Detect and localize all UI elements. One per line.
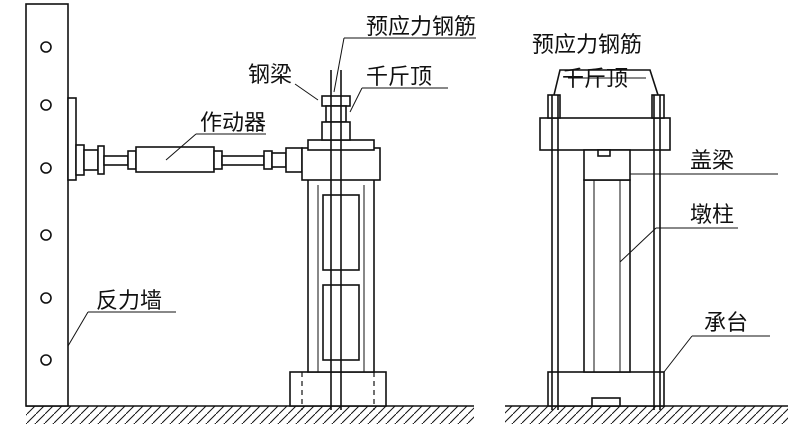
label-jack-right: 千斤顶 [562,67,628,92]
anchor-hole [40,41,52,53]
anchor-hole [40,99,52,111]
label-pile-cap: 承台 [704,311,748,336]
label-prestress-bar-left: 预应力钢筋 [366,15,476,40]
ground-right [505,405,788,424]
anchor-hole [40,292,52,304]
label-steel-beam: 钢梁 [248,63,292,88]
actuator [67,97,303,181]
pier-column [583,179,631,373]
jack-right [547,69,665,119]
label-prestress-bar-right: 预应力钢筋 [532,33,642,58]
anchor-hole [40,162,52,174]
label-jack-left: 千斤顶 [366,65,432,90]
right-elevation-view: 预应力钢筋 千斤顶 盖梁 墩柱 承台 [505,33,788,424]
pile-cap [547,371,665,407]
left-elevation-view: 预应力钢筋 钢梁 千斤顶 作动器 反力墙 [25,3,476,424]
prestress-bars-right [551,95,661,410]
label-cap-beam: 盖梁 [690,149,734,174]
specimen-column [289,70,387,410]
label-pier-column: 墩柱 [690,203,734,228]
ground-left [26,405,474,424]
reaction-wall [25,3,69,407]
anchor-hole [40,229,52,241]
cap-beam [539,117,671,181]
anchor-hole [40,354,52,366]
label-actuator: 作动器 [200,111,266,136]
label-reaction-wall: 反力墙 [96,289,162,314]
